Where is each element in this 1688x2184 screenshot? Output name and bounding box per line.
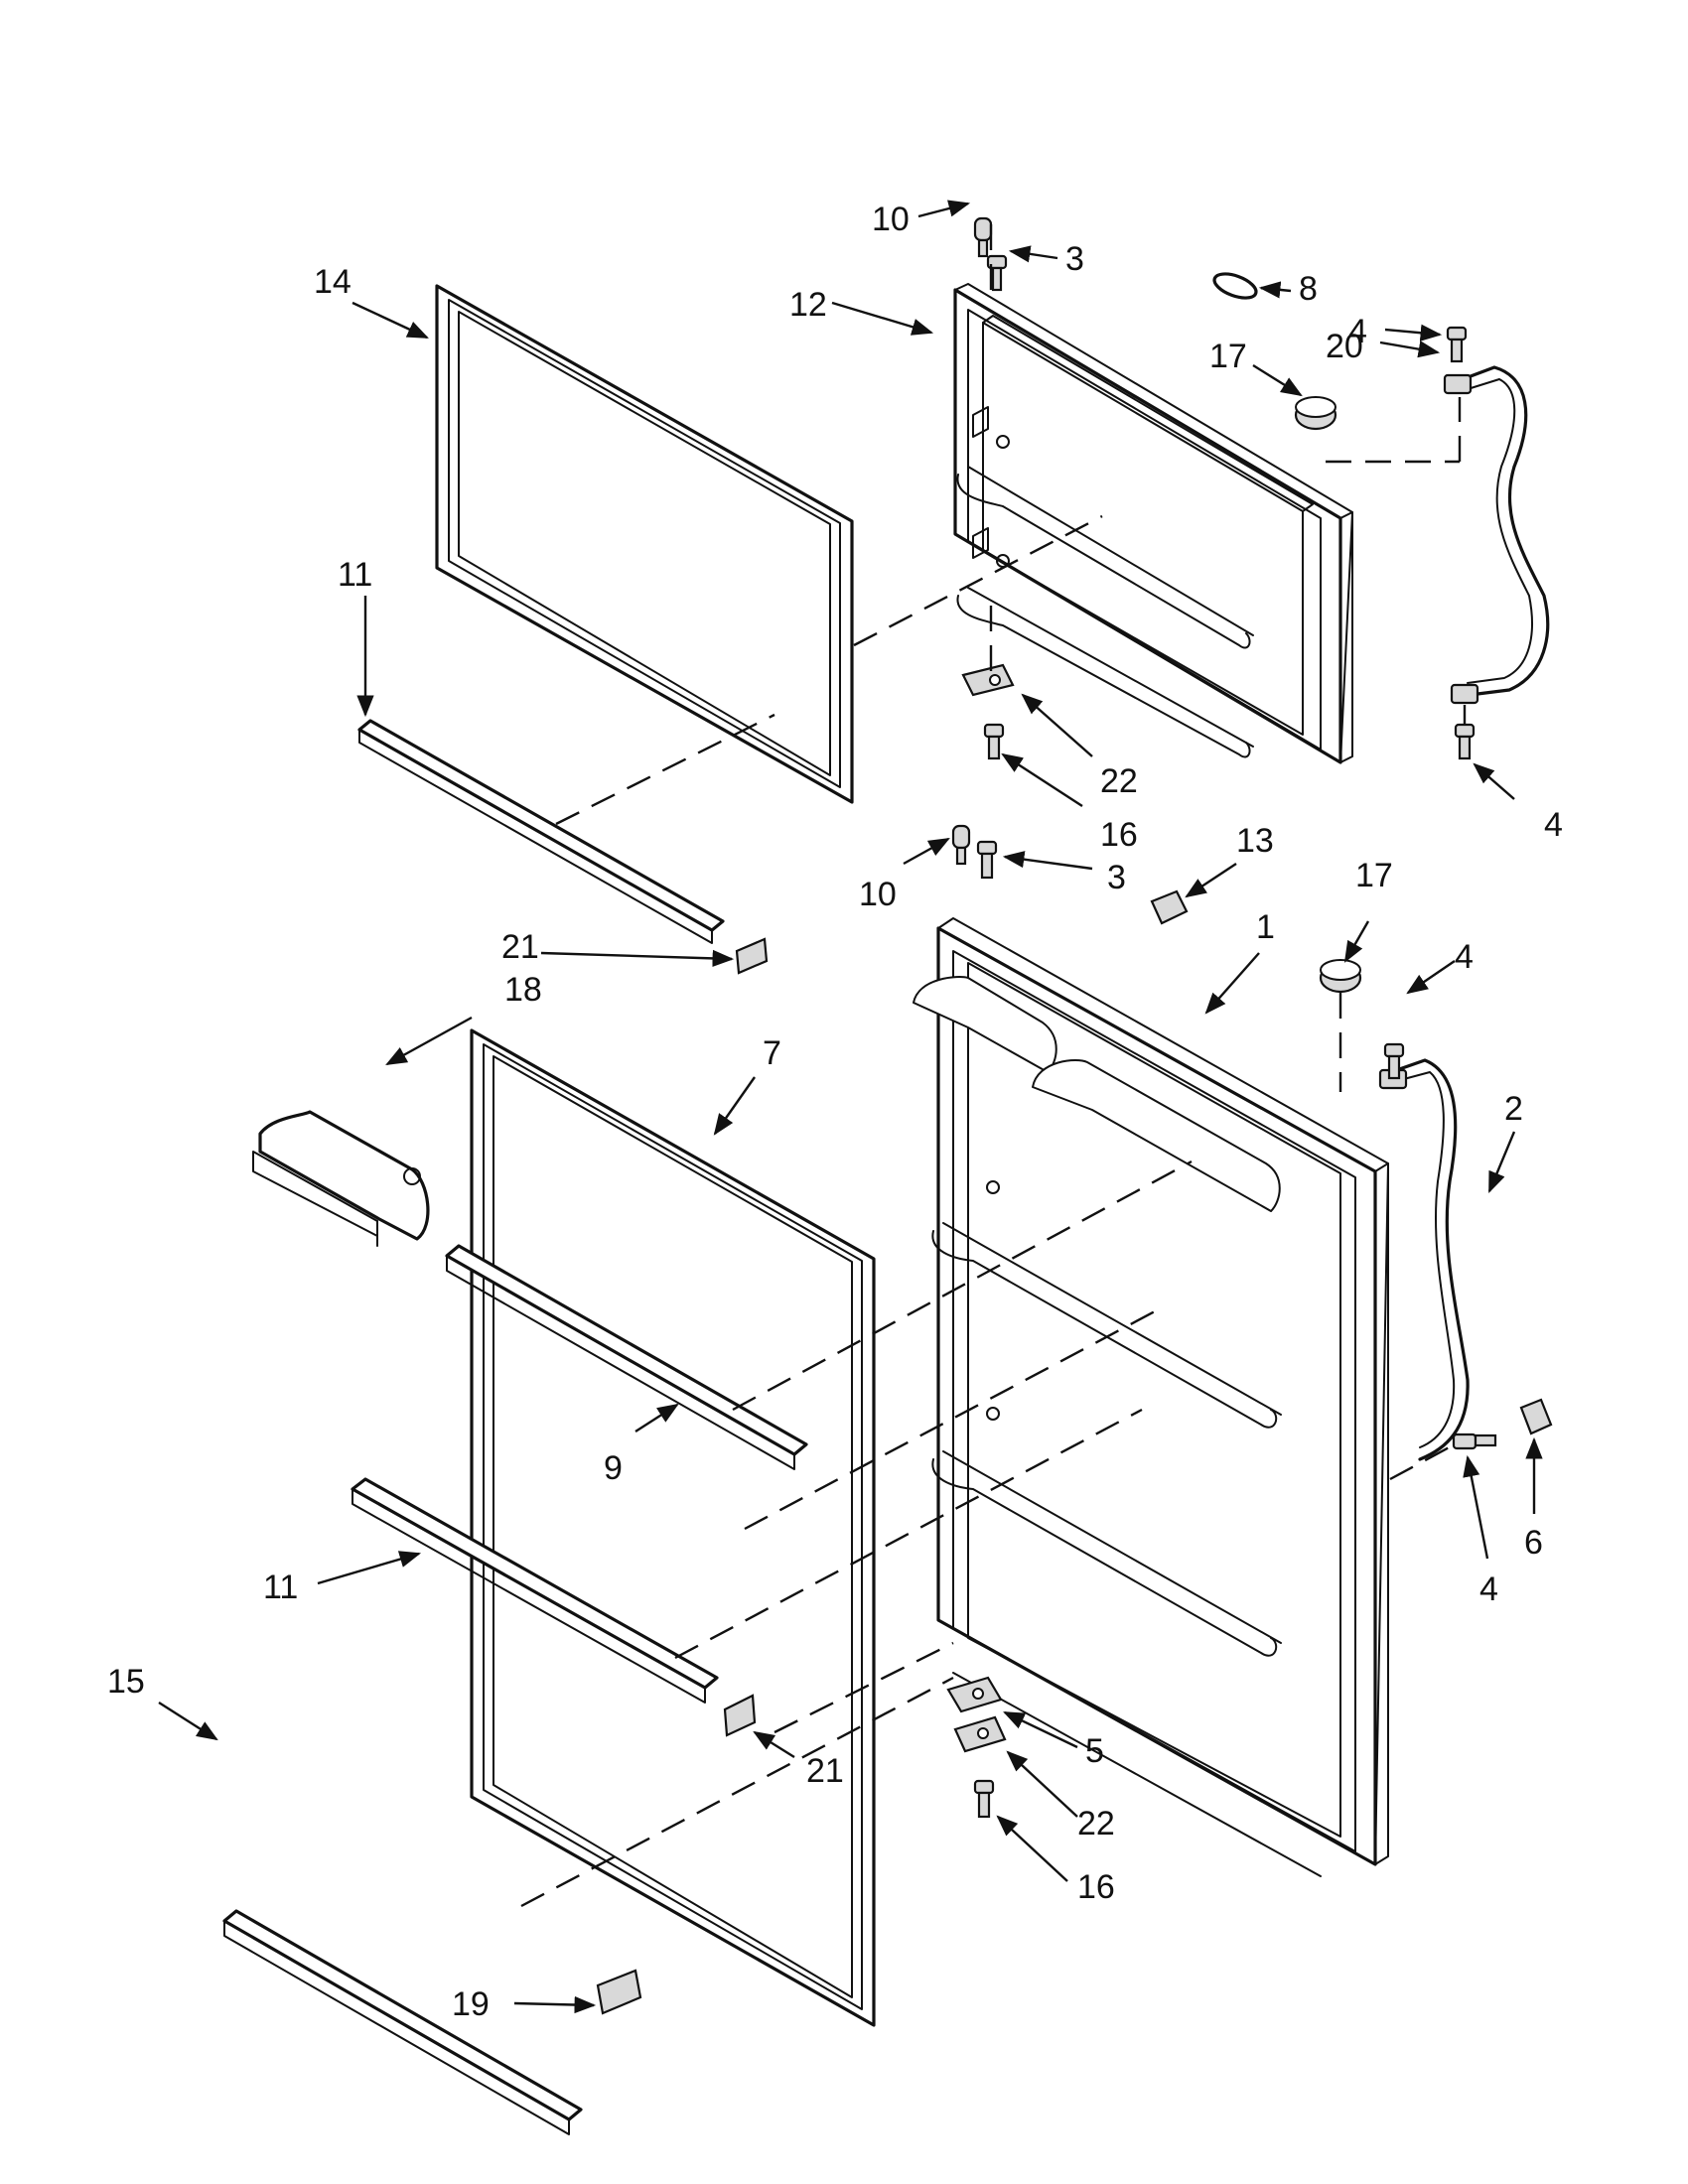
callout-7: 7 [763, 1034, 781, 1072]
callout-6: 6 [1524, 1524, 1543, 1562]
callout-22-low: 22 [1077, 1805, 1115, 1843]
callout-5: 5 [1085, 1732, 1104, 1770]
screw-top [986, 254, 1008, 292]
end-cap-19 [596, 1969, 642, 2015]
screw-4-right [1454, 723, 1476, 760]
freezer-door-gasket [435, 284, 854, 804]
door-shelf-bar-lower [351, 1477, 719, 1704]
callout-10-top: 10 [872, 201, 910, 238]
fresh-food-door [913, 917, 1389, 1877]
callout-16-low: 16 [1077, 1868, 1115, 1906]
callout-1: 1 [1256, 908, 1275, 946]
leader-lines [158, 200, 1543, 2014]
callout-22-top: 22 [1100, 762, 1138, 800]
callout-4-right: 4 [1544, 806, 1563, 844]
screw-16-low [973, 1779, 995, 1819]
callout-18: 18 [504, 971, 542, 1009]
callout-4-mid: 4 [1455, 938, 1474, 976]
callout-8: 8 [1299, 270, 1318, 308]
screw-4-low [1452, 1433, 1497, 1450]
assembly-lines [520, 213, 1467, 1908]
end-cap-21-low [723, 1694, 757, 1737]
callout-19: 19 [452, 1985, 490, 2023]
callout-10-mid: 10 [859, 876, 897, 913]
screw-mid [976, 840, 998, 880]
plug-17-top [1294, 396, 1337, 431]
callout-labels: 10 3 14 12 8 4 17 20 11 22 16 4 13 10 3 … [107, 201, 1563, 2023]
plug-17-mid [1319, 959, 1362, 994]
callout-4-low: 4 [1479, 1570, 1498, 1608]
callout-4-top: 4 [1348, 313, 1367, 350]
hinge-pin-top [973, 216, 993, 258]
callout-15: 15 [107, 1663, 145, 1701]
door-shelf-bar-9 [445, 1244, 808, 1470]
door-bottom-trim [222, 1909, 583, 2135]
callout-12: 12 [789, 286, 827, 324]
callout-17-mid: 17 [1355, 857, 1393, 894]
callout-11-low: 11 [263, 1569, 298, 1606]
callout-9: 9 [604, 1449, 623, 1487]
callout-3-mid: 3 [1107, 859, 1126, 896]
callout-3-top: 3 [1065, 240, 1084, 278]
hinge-22-top [961, 663, 1015, 697]
fresh-food-door-gasket [470, 1028, 876, 2027]
callout-13: 13 [1236, 822, 1274, 860]
freezer-door-handle [1443, 365, 1550, 705]
dairy-door [252, 1110, 430, 1247]
hinge-pin-mid [951, 824, 971, 866]
freezer-door [953, 283, 1353, 764]
plug-8 [1212, 272, 1258, 300]
callout-21-top: 21 [501, 928, 539, 966]
screw-4-top [1446, 326, 1468, 363]
callout-16-top: 16 [1100, 816, 1138, 854]
door-shelf-bar-upper [357, 719, 725, 944]
plug-6 [1519, 1398, 1553, 1435]
callout-21-low: 21 [806, 1752, 844, 1790]
callout-11-top: 11 [338, 556, 372, 594]
callout-14: 14 [314, 263, 352, 301]
screw-4-mid [1383, 1042, 1405, 1080]
hinge-5 [946, 1676, 1003, 1713]
screw-16-top [983, 723, 1005, 760]
hinge-22-low [953, 1715, 1007, 1753]
callout-2: 2 [1504, 1090, 1523, 1128]
end-cap-21-top [735, 937, 769, 975]
fresh-food-door-handle [1378, 1058, 1470, 1461]
callout-20: 20 [1326, 328, 1363, 365]
callout-17-top: 17 [1209, 338, 1247, 375]
plug-13 [1150, 889, 1189, 925]
